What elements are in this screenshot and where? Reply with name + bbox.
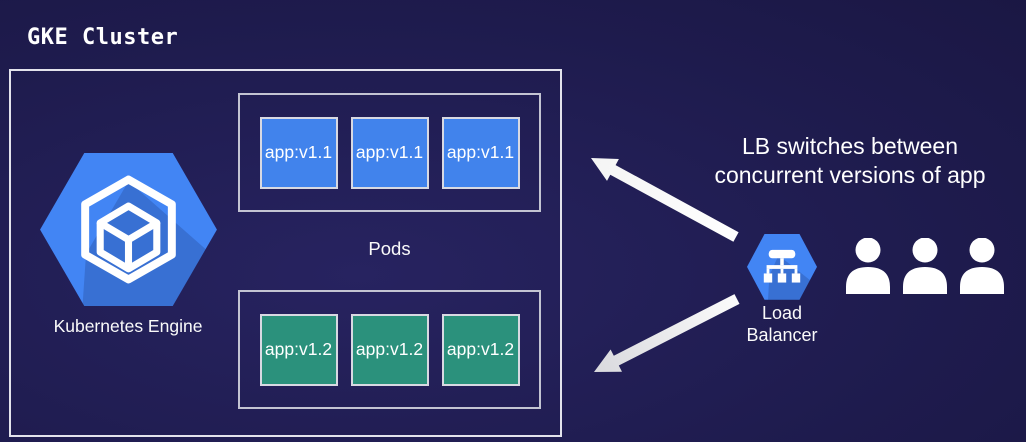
annotation-line2: concurrent versions of app (714, 161, 986, 188)
pods-v11-group: app:v1.1 app:v1.1 app:v1.1 (238, 93, 541, 212)
load-balancer-label-line2: Balancer (746, 325, 818, 345)
pod-app-v12-3: app:v1.2 (441, 313, 520, 386)
pod-app-v11-1: app:v1.1 (259, 116, 338, 189)
arrow-to-v12-pods-icon (594, 294, 740, 372)
load-balancer-label-line1: Load (761, 303, 803, 323)
gke-cluster-box (9, 69, 562, 437)
load-balancer-network-icon (747, 234, 817, 300)
pod-app-v12-2: app:v1.2 (350, 313, 429, 386)
pod-app-v11-3: app:v1.1 (441, 116, 520, 189)
annotation-text: LB switches between concurrent versions … (676, 132, 1024, 189)
pod-app-v12-1: app:v1.2 (259, 313, 338, 386)
annotation-line1: LB switches between (741, 133, 959, 159)
pods-label: Pods (368, 238, 411, 259)
kubernetes-engine-label: Kubernetes Engine (53, 316, 203, 336)
load-balancer-label: Load Balancer (722, 302, 842, 346)
pods-v12-group: app:v1.2 app:v1.2 app:v1.2 (238, 290, 541, 409)
pod-app-v11-2: app:v1.1 (350, 116, 429, 189)
users-icon (846, 238, 1004, 294)
gke-hexagon-cube-icon (40, 153, 217, 306)
diagram-title: GKE Cluster (27, 25, 179, 50)
